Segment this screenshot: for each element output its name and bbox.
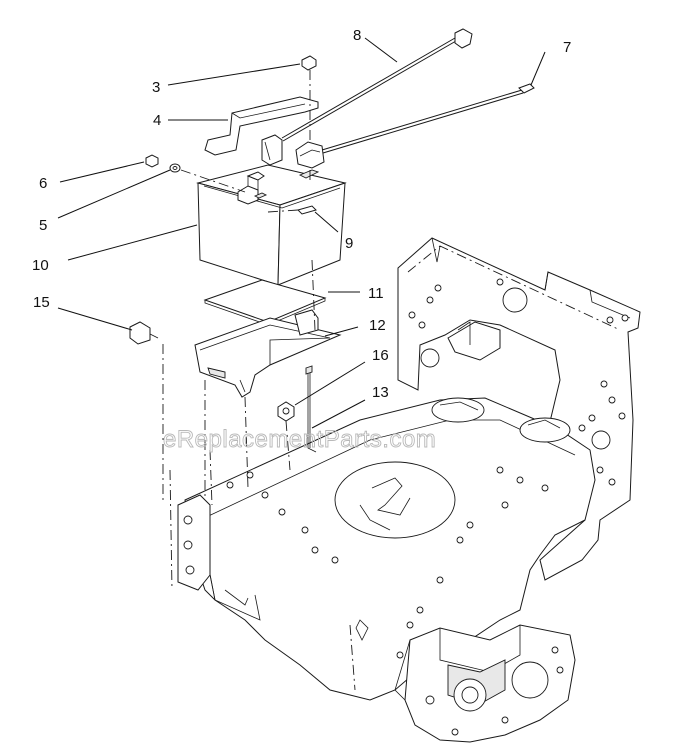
callout-12: 12: [369, 317, 386, 334]
callout-5: 5: [39, 217, 47, 234]
callout-7: 7: [563, 39, 571, 56]
callout-8: 8: [353, 27, 361, 44]
leader-13: [311, 399, 366, 429]
watermark-text: eReplacementParts.com: [163, 426, 436, 453]
callout-9: 9: [345, 235, 353, 252]
leader-7: [530, 51, 546, 86]
leader-16: [294, 361, 366, 406]
callout-11: 11: [368, 285, 384, 302]
leader-15: [57, 307, 133, 331]
callout-4: 4: [153, 112, 161, 129]
chassis-frame: [169, 237, 641, 743]
callout-3: 3: [152, 79, 160, 96]
callout-6: 6: [39, 175, 47, 192]
callout-16: 16: [372, 347, 389, 364]
battery-cables: [261, 28, 535, 169]
leader-10: [67, 224, 198, 261]
callout-15: 15: [33, 294, 50, 311]
leader-12: [324, 326, 359, 337]
callouts: 3 4 6 5 10 15 8 7 9 11 12 16 13: [32, 27, 571, 429]
leader-5: [57, 169, 171, 219]
battery-assembly: [129, 55, 347, 500]
leader-6: [59, 161, 145, 183]
leader-3: [167, 63, 301, 86]
callout-13: 13: [372, 384, 389, 401]
callout-10: 10: [32, 257, 49, 274]
leader-8: [364, 37, 398, 63]
leader-9: [314, 211, 339, 233]
